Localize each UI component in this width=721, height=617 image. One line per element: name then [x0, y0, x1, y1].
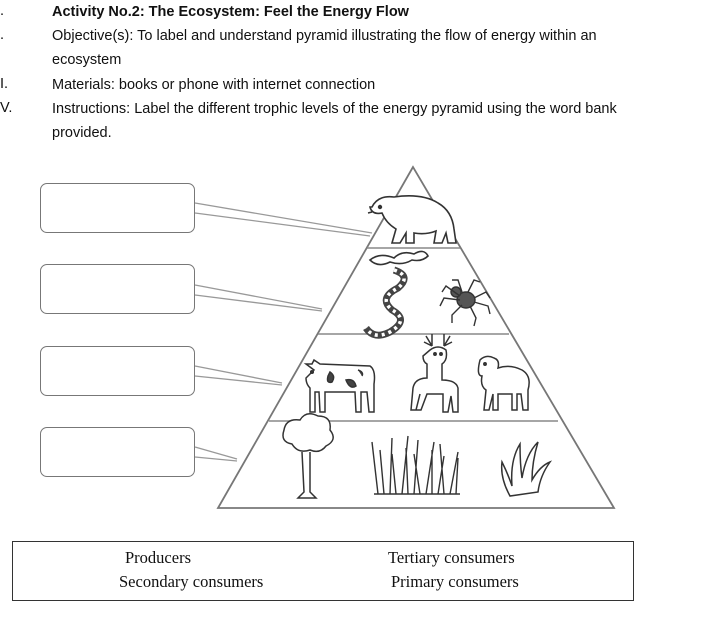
leader-line	[194, 375, 283, 386]
seaweed-icon	[500, 441, 553, 497]
word-bank-item: Tertiary consumers	[388, 548, 515, 567]
item-number: V.	[0, 100, 13, 116]
item-number: .	[0, 27, 5, 43]
activity-title: Activity No.2: The Ecosystem: Feel the E…	[52, 4, 409, 20]
word-bank-item: Producers	[125, 548, 191, 567]
label-box-producers[interactable]	[40, 427, 195, 477]
snake-icon	[363, 250, 429, 339]
spider-icon	[439, 279, 491, 327]
tree-icon	[282, 413, 334, 499]
materials-text: Materials: books or phone with internet …	[52, 77, 376, 93]
polar-bear-icon	[367, 195, 457, 244]
label-box-primary[interactable]	[40, 346, 195, 396]
item-number: .	[0, 3, 5, 19]
item-number: I.	[0, 76, 9, 92]
word-bank-item: Secondary consumers	[119, 572, 264, 591]
deer-icon	[410, 334, 459, 413]
label-box-secondary[interactable]	[40, 264, 195, 314]
objective-text-cont: ecosystem	[52, 52, 122, 68]
instructions-text-cont: provided.	[52, 125, 112, 141]
grass-icon	[371, 435, 460, 495]
sheep-icon	[477, 355, 530, 411]
leader-line	[194, 212, 371, 237]
label-box-tertiary[interactable]	[40, 183, 195, 233]
leader-lines	[194, 202, 373, 462]
word-bank: Producers Tertiary consumers Secondary c…	[12, 541, 634, 601]
instructions-text: Instructions: Label the different trophi…	[52, 101, 617, 117]
leader-line	[194, 446, 238, 460]
word-bank-item: Primary consumers	[391, 572, 519, 591]
leader-line	[194, 456, 238, 462]
leader-line	[194, 365, 283, 384]
leader-line	[194, 202, 373, 234]
objective-text: Objective(s): To label and understand py…	[52, 28, 597, 44]
cow-icon	[303, 358, 376, 413]
leader-line	[194, 284, 323, 310]
energy-pyramid	[194, 165, 616, 509]
leader-line	[194, 294, 323, 312]
